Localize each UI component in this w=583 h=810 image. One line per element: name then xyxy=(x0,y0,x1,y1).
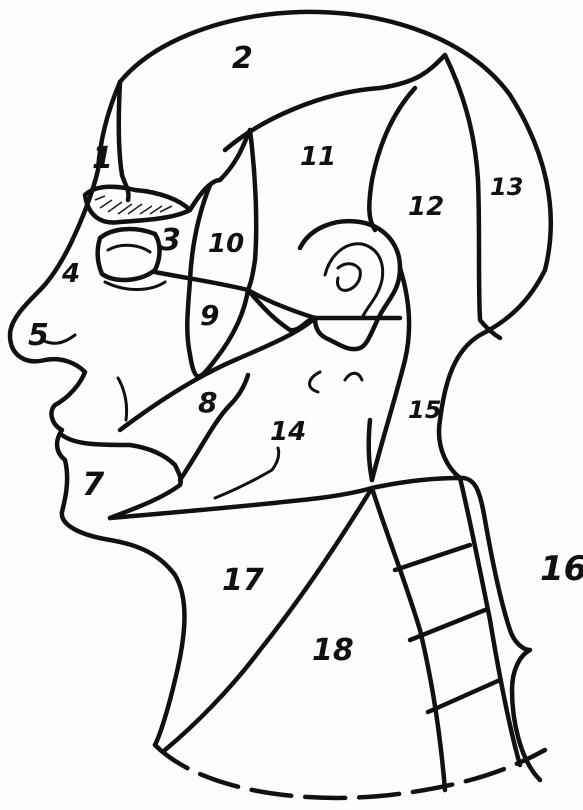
boundary-17-18 xyxy=(165,488,372,750)
face-profile xyxy=(10,82,184,745)
region-label-8: 8 xyxy=(198,386,217,419)
neck-stripe-2 xyxy=(410,610,485,640)
region-label-16: 16 xyxy=(540,549,583,589)
neck-stripe-1 xyxy=(395,545,470,570)
mouth-corner xyxy=(118,378,127,420)
ear-canal xyxy=(337,264,360,291)
ear-outline xyxy=(300,221,400,349)
region-label-3: 3 xyxy=(160,223,181,258)
region-label-15: 15 xyxy=(408,396,441,424)
boundary-zygomatic xyxy=(155,272,315,318)
brow-outline xyxy=(85,187,190,223)
boundary-temple xyxy=(190,130,250,210)
region-label-13: 13 xyxy=(490,173,523,201)
boundary-10-11 xyxy=(248,130,256,290)
boundary-chin xyxy=(62,435,181,518)
eye-lower-lid xyxy=(105,282,165,290)
neck-back-line xyxy=(460,478,520,765)
head-outline xyxy=(120,12,551,478)
region-label-11: 11 xyxy=(300,142,336,172)
region-label-12: 12 xyxy=(408,192,444,222)
boundary-14-15 xyxy=(369,420,372,480)
region-label-18: 18 xyxy=(312,633,354,668)
region-label-9: 9 xyxy=(200,299,219,332)
eye-outline xyxy=(98,229,160,280)
boundary-jaw xyxy=(120,318,315,430)
boundary-crown xyxy=(225,55,445,150)
region-label-5: 5 xyxy=(28,318,49,353)
boundary-forehead xyxy=(119,82,129,200)
ear-inner-fold xyxy=(325,244,383,318)
brow-hatching xyxy=(95,196,172,214)
region-label-1: 1 xyxy=(92,141,113,176)
region-label-2: 2 xyxy=(232,41,253,76)
region-label-14: 14 xyxy=(270,417,306,447)
neck-stripe-3 xyxy=(428,680,500,712)
region-label-17: 17 xyxy=(222,563,264,598)
neck-lower-curve xyxy=(155,745,545,798)
region-label-10: 10 xyxy=(208,229,244,259)
ear-lobe-curl xyxy=(310,372,362,392)
curve-14 xyxy=(215,448,279,498)
eyelid xyxy=(108,245,150,252)
region-label-7: 7 xyxy=(82,465,105,503)
region-label-4: 4 xyxy=(61,259,80,289)
